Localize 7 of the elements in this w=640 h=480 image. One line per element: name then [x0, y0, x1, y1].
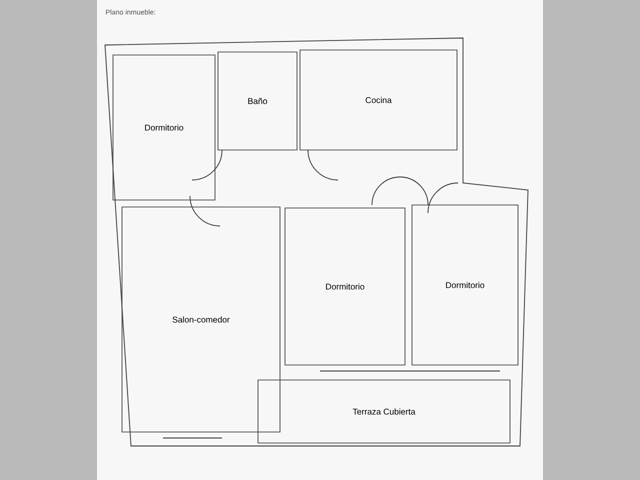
room-outline: Terraza Cubierta — [258, 380, 510, 444]
room-outline: Dormitorio — [412, 204, 518, 366]
room-outline: Cocina — [300, 50, 458, 150]
room-outline: Dormitorio — [112, 54, 216, 200]
room-outline: Baño — [218, 52, 298, 150]
room-outline: Dormitorio — [284, 208, 406, 366]
room-outline: Salon-comedor — [122, 206, 280, 432]
